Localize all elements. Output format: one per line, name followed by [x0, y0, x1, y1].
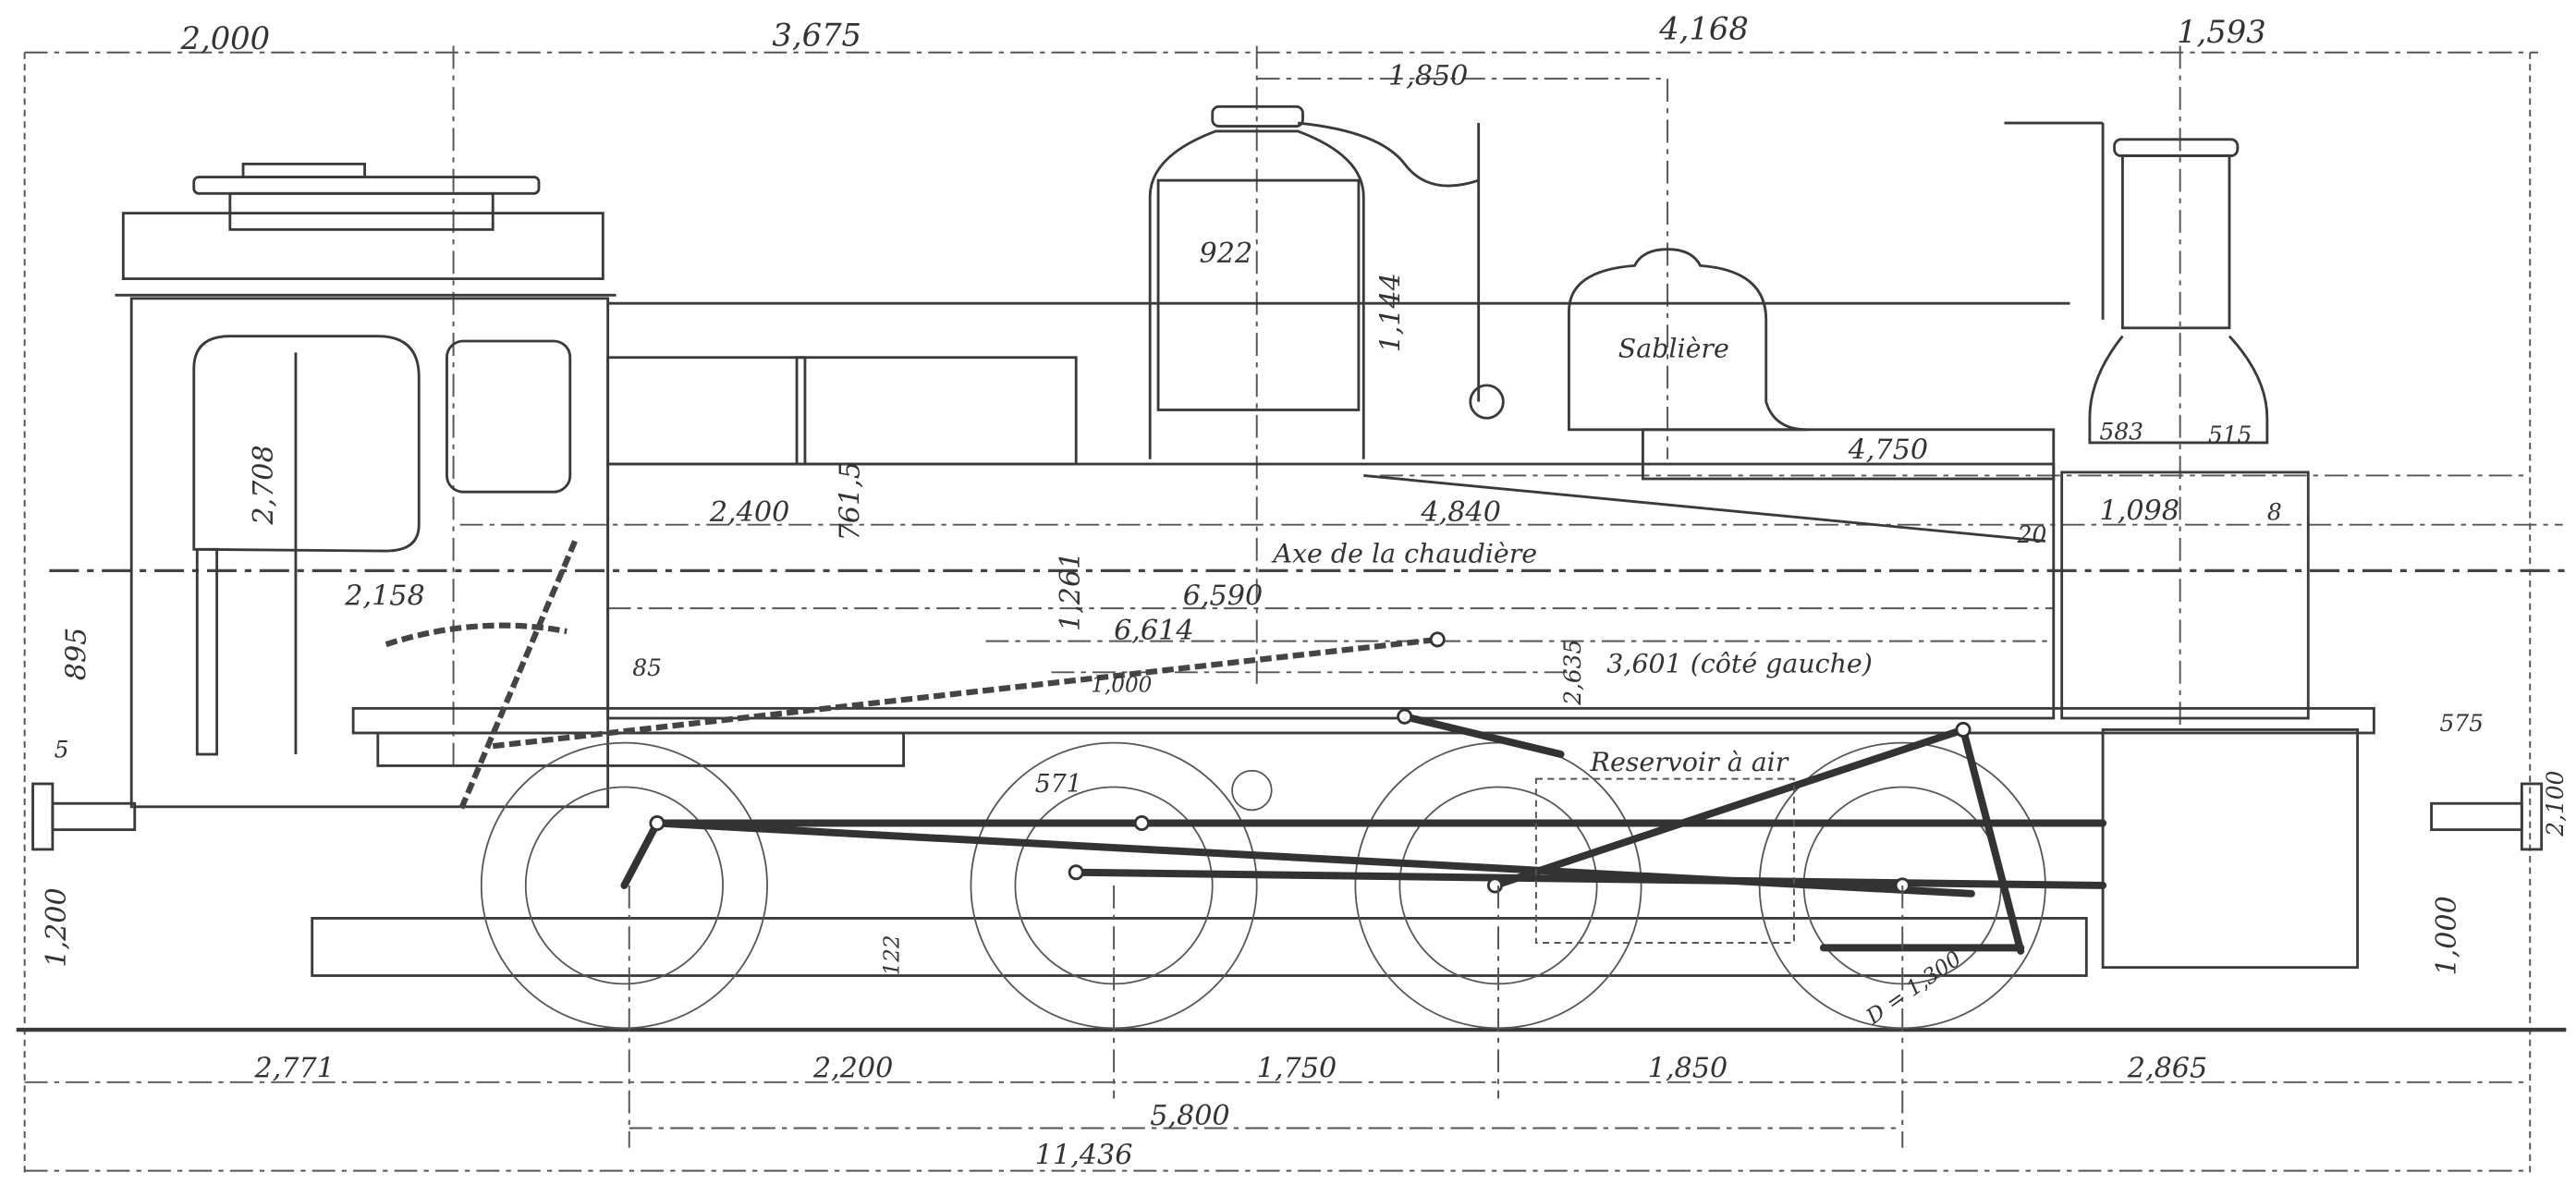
- dim-2100: 2,100: [2542, 770, 2569, 837]
- dim-4840: 4,840: [1420, 496, 1500, 529]
- dim-20: 20: [2017, 521, 2047, 548]
- boiler-axis-label: Axe de la chaudière: [1271, 538, 1538, 568]
- dim-2000: 2,000: [180, 20, 271, 56]
- steam-dome: [1148, 104, 1505, 459]
- dim-1000-mid: 1,000: [1091, 674, 1152, 698]
- rods: [385, 540, 2107, 955]
- bottom-dimension-lines: [24, 885, 2531, 1172]
- dim-2635: 2,635: [1559, 640, 1586, 706]
- dim-4750: 4,750: [1848, 434, 1928, 467]
- dim-1593: 1,593: [2177, 14, 2266, 50]
- wheel: [480, 741, 768, 1030]
- dim-1850-top: 1,850: [1388, 60, 1468, 92]
- wheel-diameter-label: D = 1,300: [1862, 947, 1966, 1030]
- dim-1850-bottom: 1,850: [1648, 1053, 1728, 1085]
- air-reservoir-label: Reservoir à air: [1590, 747, 1789, 777]
- dim-8: 8: [2267, 498, 2282, 525]
- cab: [115, 162, 617, 809]
- sandbox-label: Sablière: [1618, 334, 1729, 364]
- dim-575: 575: [2439, 710, 2483, 737]
- dim-2865: 2,865: [2127, 1053, 2207, 1085]
- dim-6614: 6,614: [1114, 615, 1193, 647]
- dim-2771: 2,771: [253, 1053, 334, 1085]
- dim-2158: 2,158: [344, 580, 424, 613]
- dim-6590: 6,590: [1183, 580, 1263, 613]
- dim-5: 5: [55, 737, 69, 763]
- dim-571: 571: [1035, 770, 1082, 799]
- buffers: [31, 777, 2544, 945]
- dim-3675: 3,675: [772, 18, 861, 54]
- dim-1098: 1,098: [2100, 495, 2179, 527]
- chimney: [2004, 121, 2269, 445]
- top-dimension-lines: [23, 45, 2539, 1173]
- dim-11436: 11,436: [1035, 1140, 1133, 1172]
- boiler: [311, 301, 2375, 977]
- dim-7615: 761,5: [835, 461, 867, 541]
- dim-1000-right: 1,000: [2431, 896, 2463, 975]
- dim-895: 895: [60, 628, 92, 681]
- dim-2708: 2,708: [248, 445, 280, 525]
- dim-583: 583: [2100, 418, 2143, 445]
- dim-1144: 1,144: [1374, 273, 1407, 352]
- dim-122: 122: [880, 934, 904, 975]
- dim-4168: 4,168: [1658, 11, 1749, 47]
- dim-2400: 2,400: [709, 496, 789, 529]
- dim-2200: 2,200: [812, 1053, 893, 1085]
- dim-515: 515: [2208, 421, 2252, 448]
- dim-1750: 1,750: [1257, 1053, 1337, 1085]
- dim-5800: 5,800: [1150, 1100, 1229, 1132]
- dim-85: 85: [632, 654, 662, 681]
- dim-1200: 1,200: [41, 887, 73, 967]
- dim-922: 922: [1200, 238, 1253, 270]
- sandbox: [1568, 248, 1808, 432]
- side-tank-label: 3,601 (côté gauche): [1606, 648, 1872, 678]
- dim-1261: 1,261: [1055, 552, 1087, 631]
